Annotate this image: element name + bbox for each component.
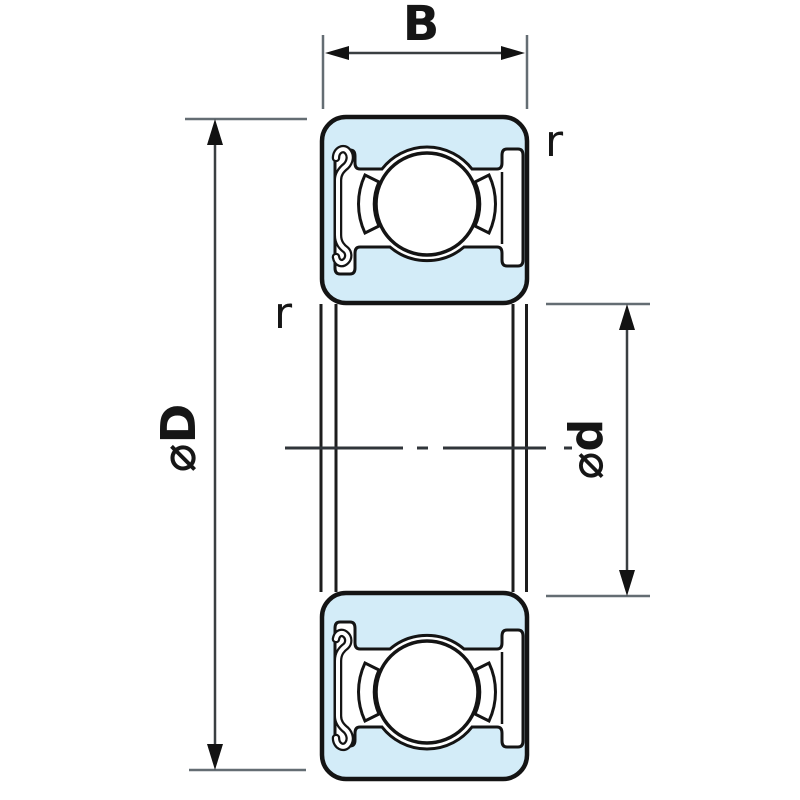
dimension-outer-diameter: ⌀D bbox=[151, 117, 307, 772]
arrowhead-bd-bottom bbox=[619, 570, 635, 596]
arrowhead-od-top bbox=[207, 119, 223, 145]
label-radius-left: r bbox=[274, 288, 293, 339]
label-bore-diameter: ⌀d bbox=[560, 419, 614, 480]
label-width-b: B bbox=[403, 0, 440, 52]
label-outer-diameter: ⌀D bbox=[151, 404, 207, 473]
bearing-section-top bbox=[322, 117, 527, 303]
bearing-section-bottom bbox=[322, 593, 527, 779]
arrowhead-od-bottom bbox=[207, 744, 223, 770]
dimension-width-b: B bbox=[321, 0, 529, 109]
label-radius-top-right: r bbox=[545, 116, 564, 167]
arrowhead-bd-top bbox=[619, 304, 635, 330]
dimension-bore-diameter: ⌀d bbox=[546, 302, 650, 598]
arrowhead-b-right bbox=[501, 46, 525, 60]
arrowhead-b-left bbox=[325, 46, 349, 60]
